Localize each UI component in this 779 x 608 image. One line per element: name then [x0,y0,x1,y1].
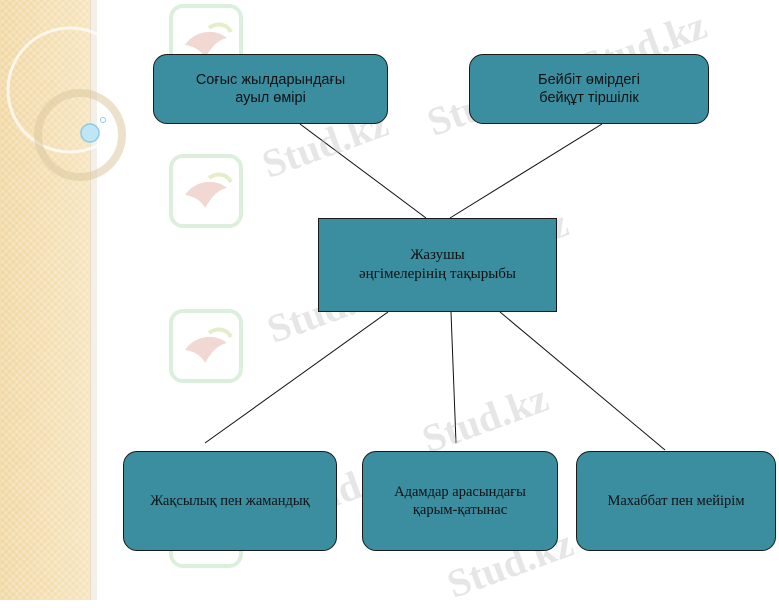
bubble-icon [80,123,100,143]
topic-box-war-years: Соғыс жылдарындағы ауыл өмірі [153,54,388,124]
topic-box-line: Соғыс жылдарындағы [195,71,346,88]
connector-top-right [449,123,603,219]
topic-box-line: қарым-қатынас [412,502,508,518]
central-topic-line: Жазушы [410,247,465,264]
central-topic-box: Жазушы әңгімелерінің тақырыбы [318,218,557,312]
connector-bottom-right [499,311,666,451]
topic-box-line: Бейбіт өмірдегі [538,71,640,88]
decorative-divider [90,0,97,600]
topic-box-love-and-kindness: Махаббат пен мейірім [576,451,776,551]
topic-box-line: Жақсылық пен жамандық [150,492,310,509]
topic-box-relationships: Адамдар арасындағы қарым-қатынас [362,451,558,551]
connector-top-left [299,123,427,219]
topic-box-good-and-evil: Жақсылық пен жамандық [123,451,337,551]
topic-box-line: бейқұт тіршілік [539,90,639,106]
topic-box-line: Адамдар арасындағы [394,483,526,500]
central-topic-line: әңгімелерінің тақырыбы [359,266,516,282]
topic-box-line: ауыл өмірі [235,90,306,106]
connector-bottom-mid [450,311,457,444]
topic-box-peaceful-life: Бейбіт өмірдегі бейқұт тіршілік [469,54,709,124]
topic-box-line: Махаббат пен мейірім [607,492,745,509]
decorative-left-band [0,0,90,600]
connector-bottom-left [204,311,389,444]
